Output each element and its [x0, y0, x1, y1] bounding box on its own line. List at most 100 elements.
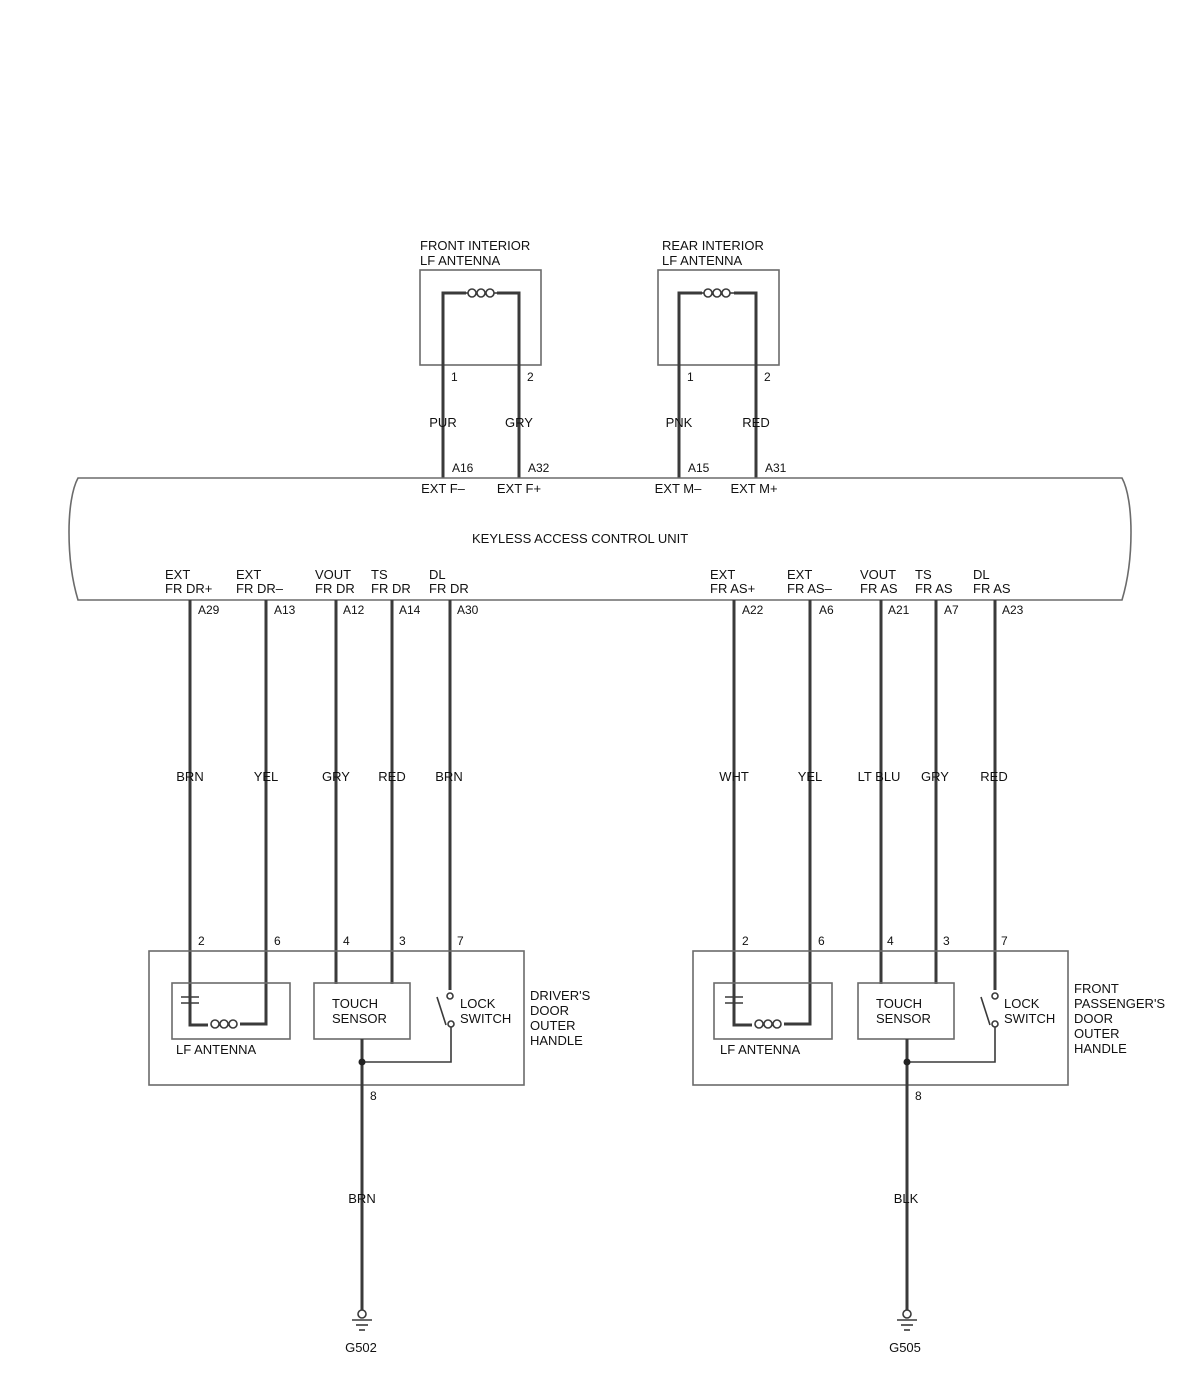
pass-wire-ext-minus — [784, 600, 812, 1026]
coil-icon — [210, 1019, 238, 1029]
driver-touch-l1: TOUCH — [332, 996, 378, 1011]
capacitor-icon — [181, 996, 199, 1025]
driver-wire2-color: YEL — [254, 769, 279, 784]
driver-handle-line2: DOOR — [530, 1003, 569, 1018]
driver-ecu-pin-1: A29 — [198, 603, 220, 617]
rear-antenna-pin2: 2 — [764, 370, 771, 384]
driver-ground-color: BRN — [348, 1191, 375, 1206]
rear-antenna-box — [657, 269, 780, 366]
driver-lf-antenna-box — [171, 982, 291, 1040]
control-unit-body — [68, 477, 1132, 601]
driver-lf-antenna-label: LF ANTENNA — [176, 1042, 257, 1057]
pass-handle-pin-4: 3 — [943, 934, 950, 948]
rear-antenna-pin1: 1 — [687, 370, 694, 384]
pass-term3-l2: FR AS — [860, 581, 898, 596]
front-antenna-pin1: 1 — [451, 370, 458, 384]
pass-touch-l1: TOUCH — [876, 996, 922, 1011]
driver-handle-box — [148, 950, 525, 1086]
pass-lock-l1: LOCK — [1004, 996, 1040, 1011]
rear-antenna-wire2-color: RED — [742, 415, 769, 430]
control-unit: KEYLESS ACCESS CONTROL UNIT — [68, 477, 1132, 601]
pass-lf-antenna-box — [713, 982, 833, 1040]
rear-antenna-ecu-label1: EXT M– — [655, 481, 702, 496]
driver-lock-l2: SWITCH — [460, 1011, 511, 1026]
driver-wire3-color: GRY — [322, 769, 350, 784]
front-antenna-ecu-label1: EXT F– — [421, 481, 466, 496]
pass-handle-line2: PASSENGER'S — [1074, 996, 1165, 1011]
pass-lock-l2: SWITCH — [1004, 1011, 1055, 1026]
driver-handle-line4: HANDLE — [530, 1033, 583, 1048]
pass-term1-l1: EXT — [710, 567, 735, 582]
driver-term2-l2: FR DR– — [236, 581, 284, 596]
pass-wire2-color: YEL — [798, 769, 823, 784]
pass-switch-return — [907, 1027, 996, 1063]
switch-icon — [436, 992, 455, 1028]
driver-handle-pin-4: 3 — [399, 934, 406, 948]
driver-ground-pin: 8 — [370, 1089, 377, 1103]
switch-icon — [980, 992, 999, 1028]
rear-antenna-wire-pin2 — [734, 291, 758, 478]
pass-ground-name: G505 — [889, 1340, 921, 1355]
front-antenna-name-line2: LF ANTENNA — [420, 253, 501, 268]
front-antenna-wire-pin1 — [441, 291, 466, 478]
rear-antenna-ecu-pin2: A31 — [765, 461, 787, 475]
pass-wire-ext-plus — [732, 600, 752, 1027]
pass-ecu-pin-2: A6 — [819, 603, 834, 617]
driver-ecu-pin-2: A13 — [274, 603, 296, 617]
front-antenna-ecu-label2: EXT F+ — [497, 481, 541, 496]
driver-ecu-pin-4: A14 — [399, 603, 421, 617]
driver-term4-l1: TS — [371, 567, 388, 582]
driver-handle-line3: OUTER — [530, 1018, 576, 1033]
driver-term5-l1: DL — [429, 567, 446, 582]
front-antenna-ecu-pin1: A16 — [452, 461, 474, 475]
pass-handle-pin-1: 2 — [742, 934, 749, 948]
passenger-side: EXT FR AS+ EXT FR AS– VOUT FR AS TS FR A… — [692, 567, 1165, 1355]
driver-handle-pin-3: 4 — [343, 934, 350, 948]
pass-term2-l1: EXT — [787, 567, 812, 582]
front-antenna-name-line1: FRONT INTERIOR — [420, 238, 530, 253]
driver-handle-pin-5: 7 — [457, 934, 464, 948]
pass-wire3-color: LT BLU — [858, 769, 901, 784]
pass-term1-l2: FR AS+ — [710, 581, 755, 596]
capacitor-icon — [725, 996, 743, 1025]
pass-wire1-color: WHT — [719, 769, 749, 784]
coil-icon — [466, 288, 497, 298]
pass-handle-pin-3: 4 — [887, 934, 894, 948]
pass-ecu-pin-5: A23 — [1002, 603, 1024, 617]
driver-lock-l1: LOCK — [460, 996, 496, 1011]
front-antenna-wire2-color: GRY — [505, 415, 533, 430]
driver-handle-pin-2: 6 — [274, 934, 281, 948]
pass-term2-l2: FR AS– — [787, 581, 833, 596]
pass-wire5-color: RED — [980, 769, 1007, 784]
pass-ecu-pin-1: A22 — [742, 603, 764, 617]
front-interior-antenna: FRONT INTERIOR LF ANTENNA 1 2 PUR GRY A1… — [419, 238, 550, 496]
driver-term3-l2: FR DR — [315, 581, 355, 596]
rear-interior-antenna: REAR INTERIOR LF ANTENNA 1 2 PNK RED A15… — [655, 238, 787, 496]
driver-ecu-pin-3: A12 — [343, 603, 365, 617]
pass-ground-color: BLK — [894, 1191, 919, 1206]
coil-icon — [754, 1019, 782, 1029]
ground-icon — [352, 1309, 372, 1331]
driver-ecu-pin-5: A30 — [457, 603, 479, 617]
driver-term4-l2: FR DR — [371, 581, 411, 596]
pass-handle-pin-5: 7 — [1001, 934, 1008, 948]
pass-handle-box — [692, 950, 1069, 1086]
pass-handle-line4: OUTER — [1074, 1026, 1120, 1041]
driver-touch-l2: SENSOR — [332, 1011, 387, 1026]
splice-icon — [903, 1058, 911, 1066]
pass-wire4-color: GRY — [921, 769, 949, 784]
rear-antenna-name-line1: REAR INTERIOR — [662, 238, 764, 253]
pass-term5-l2: FR AS — [973, 581, 1011, 596]
pass-term5-l1: DL — [973, 567, 990, 582]
rear-antenna-wire1-color: PNK — [666, 415, 693, 430]
pass-handle-line5: HANDLE — [1074, 1041, 1127, 1056]
pass-touch-l2: SENSOR — [876, 1011, 931, 1026]
ground-icon — [897, 1309, 917, 1331]
driver-ground-name: G502 — [345, 1340, 377, 1355]
pass-term3-l1: VOUT — [860, 567, 896, 582]
front-antenna-wire-pin2 — [497, 291, 521, 478]
driver-wire4-color: RED — [378, 769, 405, 784]
pass-handle-line3: DOOR — [1074, 1011, 1113, 1026]
splice-icon — [358, 1058, 366, 1066]
